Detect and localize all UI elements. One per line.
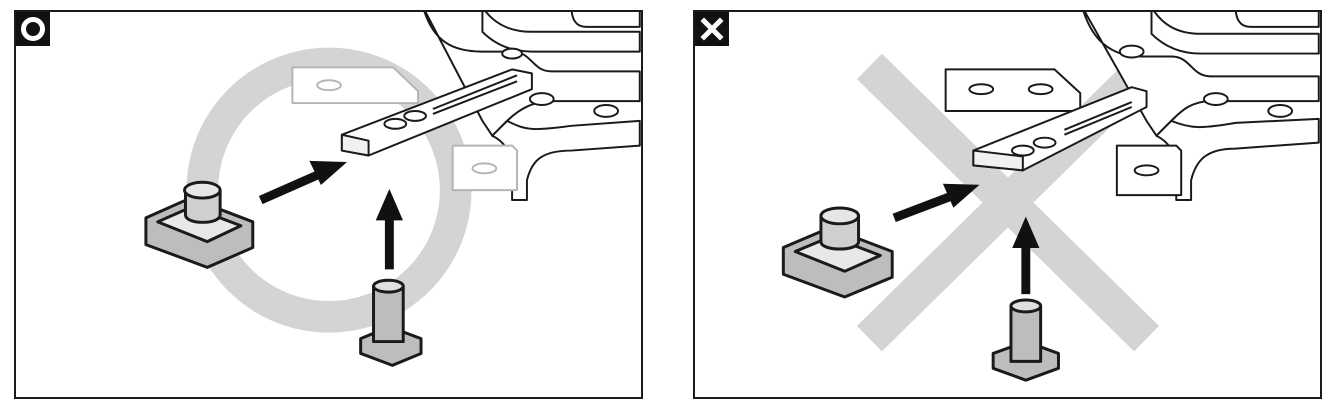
circle-icon	[21, 17, 45, 41]
insert-arrows	[892, 183, 1040, 295]
cross-icon	[700, 17, 724, 41]
mount-bracket	[291, 12, 641, 202]
badge-correct: O	[16, 12, 50, 46]
diagram-wrong	[781, 12, 1320, 382]
insert-arrows	[258, 160, 403, 270]
square-nut-part	[781, 206, 894, 299]
panel-correct: O	[14, 10, 643, 399]
badge-wrong: ✕	[695, 12, 729, 46]
t-bolt-part	[991, 298, 1060, 382]
square-nut-part	[144, 180, 255, 269]
panel-wrong: ✕	[693, 10, 1322, 399]
diagram-correct	[144, 12, 641, 367]
t-bolt-part	[359, 278, 423, 367]
mount-bracket	[944, 12, 1320, 202]
